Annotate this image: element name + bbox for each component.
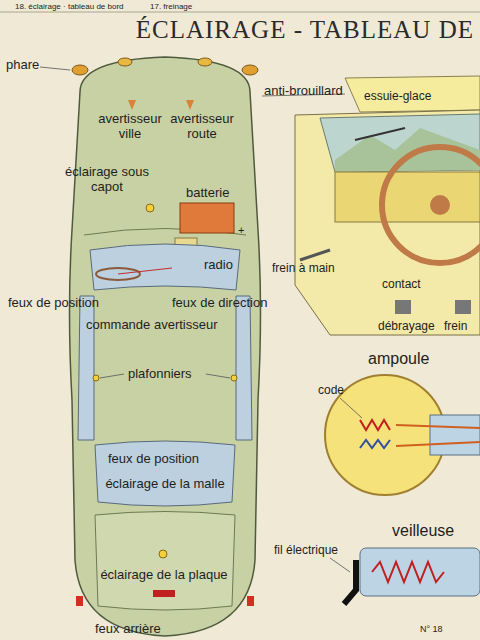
fog-lamp xyxy=(118,58,132,66)
hood-lamp xyxy=(146,204,154,212)
strip-text: 17. freinage xyxy=(150,2,192,11)
bulb-base xyxy=(430,415,480,455)
part-label: feux de position xyxy=(8,296,99,311)
part-label: code xyxy=(318,384,344,398)
leader-line xyxy=(330,558,350,572)
tail-lamp xyxy=(247,596,254,606)
filament xyxy=(372,562,444,582)
steering-wheel-view xyxy=(382,147,480,263)
leader-line xyxy=(100,374,124,378)
plate-number: N° 18 xyxy=(420,624,443,634)
part-label: plafonniers xyxy=(128,367,192,382)
tail-lamp xyxy=(76,596,83,606)
wire xyxy=(118,268,172,274)
battery xyxy=(180,203,234,233)
side-window xyxy=(236,296,252,440)
filament xyxy=(360,420,390,430)
part-label: éclairage sous capot xyxy=(62,165,152,195)
part-label: éclairage de la malle xyxy=(90,477,240,492)
wheel-hub xyxy=(430,195,450,215)
part-label: batterie xyxy=(186,186,229,201)
trunk-lid xyxy=(95,512,235,611)
plate-lamp xyxy=(159,550,167,558)
rear-window xyxy=(95,441,235,506)
dome-lamp xyxy=(93,375,99,381)
part-label: phare xyxy=(6,58,39,73)
part-label: commande avertisseur xyxy=(86,318,218,333)
pilot-bulb xyxy=(360,548,480,596)
dome-lamp xyxy=(231,375,237,381)
handbrake xyxy=(300,250,330,260)
part-label: frein xyxy=(444,320,467,334)
part-label: radio xyxy=(204,258,233,273)
part-label: anti-brouillard xyxy=(264,84,343,99)
part-label: feux de position xyxy=(108,452,199,467)
pedal xyxy=(455,300,471,314)
headlamp xyxy=(72,65,88,75)
part-label: avertisseur route xyxy=(164,112,240,142)
part-label: frein à main xyxy=(272,262,335,276)
part-label: feux de direction xyxy=(172,296,267,311)
part-label: fil électrique xyxy=(274,544,338,558)
part-label: feux arrière xyxy=(95,622,161,637)
leader-line xyxy=(340,398,362,418)
wiper xyxy=(355,128,405,140)
part-label: + xyxy=(238,224,244,237)
part-label: avertisseur ville xyxy=(92,112,168,142)
plate xyxy=(153,590,175,597)
car-body xyxy=(70,57,261,636)
poster-title: ÉCLAIRAGE - TABLEAU DE xyxy=(136,16,474,44)
fog-lamp xyxy=(198,58,212,66)
strip-text: 18. éclairage · tableau de bord xyxy=(15,2,124,11)
fog-lamp-view xyxy=(345,76,480,112)
horn xyxy=(186,100,194,110)
part-label: essuie-glace xyxy=(364,90,431,104)
leader-line xyxy=(206,374,230,378)
headlamp xyxy=(242,65,258,75)
part-label: contact xyxy=(382,278,421,292)
part-label: éclairage de la plaque xyxy=(86,568,242,583)
part-label: débrayage xyxy=(378,320,435,334)
wire xyxy=(396,425,480,446)
wire-lead xyxy=(344,560,356,604)
section-label: ampoule xyxy=(368,350,429,368)
filament xyxy=(360,440,390,448)
pedal xyxy=(395,300,411,314)
leader-line xyxy=(40,67,70,70)
section-label: veilleuse xyxy=(392,522,454,540)
top-rule xyxy=(0,12,480,13)
dashboard xyxy=(335,172,480,222)
windshield xyxy=(90,244,240,290)
horn xyxy=(128,100,136,110)
